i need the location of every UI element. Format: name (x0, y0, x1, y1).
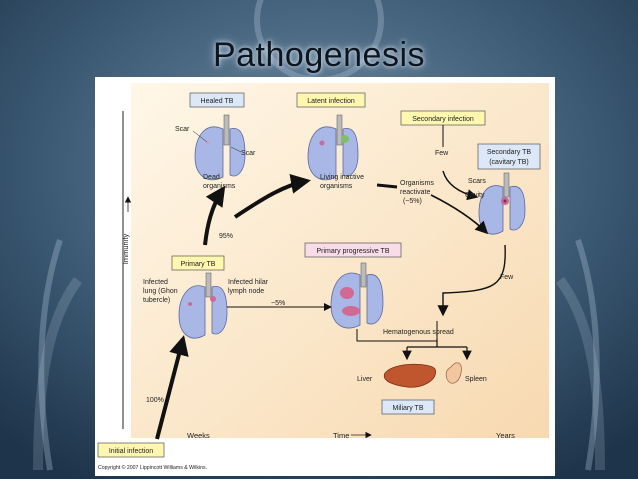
label-spleen: Spleen (465, 376, 487, 383)
arrow-reactivate-to-secondary (430, 194, 489, 235)
svg-text:Primary progressive TB: Primary progressive TB (316, 248, 389, 255)
box-secondary-infection: Secondary infection (400, 110, 486, 126)
arrow-healed-to-latent (233, 174, 311, 219)
label-infected-2: lung (Ghon (143, 288, 178, 295)
label-infected-3: tubercle) (143, 297, 170, 304)
svg-text:Primary TB: Primary TB (181, 261, 216, 268)
weeks-label: Weeks (187, 431, 210, 440)
svg-text:Secondary TB: Secondary TB (487, 149, 532, 156)
lung-latent (307, 114, 359, 181)
svg-text:Healed TB: Healed TB (201, 98, 234, 105)
label-hilar-1: Infected hilar (228, 279, 269, 286)
label-living-1: Living inactive (320, 174, 364, 181)
label-dead-1: Dead (203, 174, 220, 181)
box-miliary-tb: Miliary TB (381, 399, 435, 415)
label-hematogenous-spread: Hematogenous spread (383, 329, 454, 336)
svg-text:Miliary TB: Miliary TB (393, 405, 424, 412)
label-reactivate-2: reactivate (400, 189, 430, 196)
arrow-secondary-to-hematogenous (437, 244, 506, 317)
box-initial-infection: Initial infection (97, 442, 165, 458)
box-primary-tb: Primary TB (171, 255, 225, 271)
svg-text:Secondary infection: Secondary infection (412, 116, 474, 123)
lung-primary (178, 272, 228, 339)
label-100-percent: 100% (146, 397, 164, 404)
label-dead-2: organisms (203, 183, 236, 190)
label-reactivate-1: Organisms (400, 180, 434, 187)
immunity-label: Immunity (121, 234, 130, 265)
slide-title: Pathogenesis (212, 36, 426, 74)
box-secondary-tb: Secondary TB (cavitary TB) (477, 143, 541, 170)
label-living-2: organisms (320, 183, 353, 190)
years-label: Years (496, 431, 515, 440)
tb-pathogenesis-diagram: Immunity Weeks Time Years Copyright © 20… (95, 77, 555, 476)
label-5-percent: ~5% (271, 300, 285, 307)
copyright-text: Copyright © 2007 Lippincott Williams & W… (98, 464, 207, 471)
spleen-illustration (445, 362, 462, 384)
svg-text:(cavitary TB): (cavitary TB) (489, 159, 529, 166)
arrow-latent-to-reactivate (376, 183, 398, 189)
label-infected-1: Infected (143, 279, 168, 286)
arrow-secondary-infection-to-lung (442, 170, 479, 201)
svg-text:Latent infection: Latent infection (307, 98, 355, 105)
label-95-percent: 95% (219, 233, 233, 240)
box-latent-infection: Latent infection (296, 92, 366, 108)
lung-primary-progressive (330, 262, 384, 329)
time-label: Time (333, 431, 349, 440)
box-primary-progressive-tb: Primary progressive TB (304, 242, 402, 258)
label-reactivate-3: (~5%) (403, 198, 422, 205)
label-hilar-2: lymph node (228, 288, 264, 295)
label-cavity: Cavity (465, 192, 485, 199)
label-scar-2: Scar (241, 150, 256, 157)
lung-healed (194, 114, 246, 181)
label-few-right: Few (500, 274, 514, 281)
liver-illustration (383, 363, 436, 388)
label-liver: Liver (357, 376, 373, 383)
arrow-initial-to-primary (155, 335, 189, 440)
box-healed-tb: Healed TB (189, 92, 245, 108)
label-scars: Scars (468, 178, 486, 185)
arrow-primary-to-healed (203, 185, 226, 246)
svg-text:Initial infection: Initial infection (109, 448, 153, 455)
label-scar-1: Scar (175, 126, 190, 133)
label-few-top: Few (435, 150, 449, 157)
